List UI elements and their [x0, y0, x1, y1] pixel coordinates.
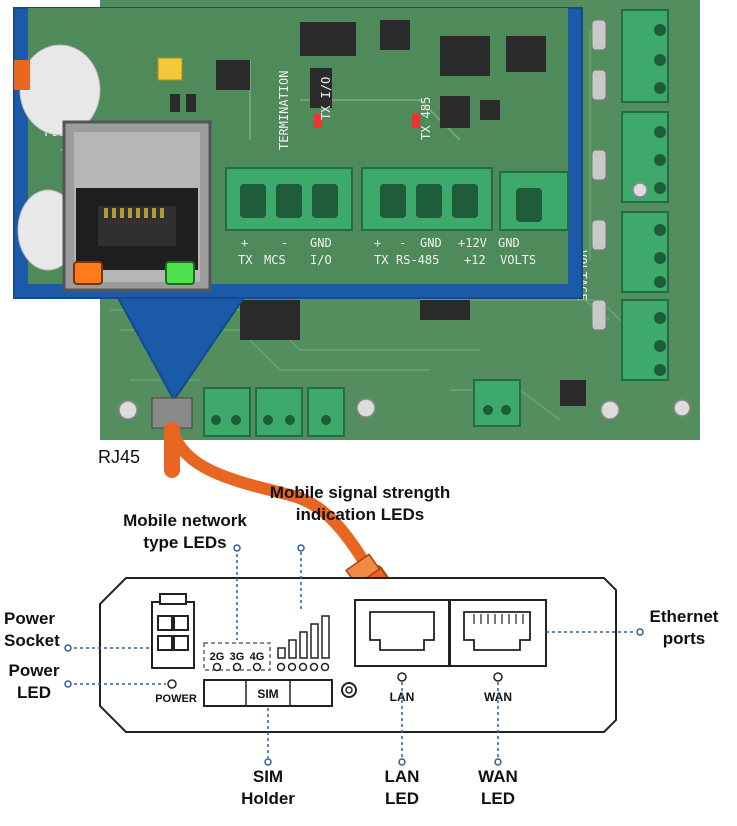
ethernet-ports-label: Ethernet ports [649, 607, 719, 648]
network-led-4g [252, 662, 262, 672]
pcb-term2-rs485: RS-485 [396, 253, 439, 267]
pcb-term1-mcs: MCS [264, 253, 286, 267]
pcb-term2-minus: - [399, 236, 406, 250]
network-led-3g [232, 662, 242, 672]
pcb-term1-tx: TX [238, 253, 253, 267]
pcb-term2-plus: + [374, 236, 381, 250]
pcb-term2-gnd2: GND [498, 236, 520, 250]
pcb-term2-tx: TX [374, 253, 389, 267]
network-type-3g: 3G [230, 651, 245, 663]
device-body: POWER 2G 3G 4G SIM [99, 577, 617, 733]
lan-led [397, 672, 407, 682]
rj45-green-led [165, 261, 195, 285]
network-type-4g: 4G [250, 651, 265, 663]
power-socket-label: Power Socket [4, 609, 60, 650]
power-text: POWER [155, 693, 197, 705]
sim-holder-label: SIM Holder [241, 767, 295, 808]
wan-port [449, 599, 547, 667]
wan-led [493, 672, 503, 682]
signal-bars-icon [277, 615, 330, 659]
pcb-term2-gnd: GND [420, 236, 442, 250]
rj45-orange-led [73, 261, 103, 285]
rj45-jack-zoom [62, 120, 212, 292]
pcb-term2-volts: VOLTS [500, 253, 536, 267]
power-led-label: Power LED [8, 661, 60, 702]
network-led-2g [212, 662, 222, 672]
pcb-termination-label: TERMINATION [277, 71, 291, 150]
network-type-2g: 2G [210, 651, 225, 663]
pcb-term1-minus: - [281, 236, 288, 250]
lan-port [354, 599, 450, 667]
sim-text: SIM [257, 687, 278, 701]
pcb-tx-485-label: TX 485 [419, 97, 433, 140]
mobile-signal-label: Mobile signal strength indication LEDs [269, 483, 451, 524]
pcb-term1-plus: + [241, 236, 248, 250]
pcb-term2-12: +12 [464, 253, 486, 267]
pcb-term1-gnd: GND [310, 236, 332, 250]
leader-lines [68, 552, 636, 758]
pcb-bottom-terminals [203, 379, 521, 437]
pcb-term1-io: I/O [310, 253, 332, 267]
mobile-network-label: Mobile network type LEDs [123, 511, 247, 552]
pcb-term2-12v: +12V [458, 236, 487, 250]
wan-led-label: WAN LED [478, 767, 518, 808]
sim-holder: SIM [203, 679, 333, 707]
rj45-label: RJ45 [98, 447, 141, 467]
pcb-tx-io-label: TX I/O [319, 77, 333, 120]
pcb-right-terminals: VOLTAGE [575, 9, 669, 381]
leader-endpoints [64, 544, 644, 766]
power-led [167, 679, 177, 689]
zoom-callout: FUSE TX I/O TX 485 TERMINATION [13, 7, 583, 402]
lan-led-label: LAN LED [384, 767, 420, 808]
power-socket [151, 593, 195, 669]
